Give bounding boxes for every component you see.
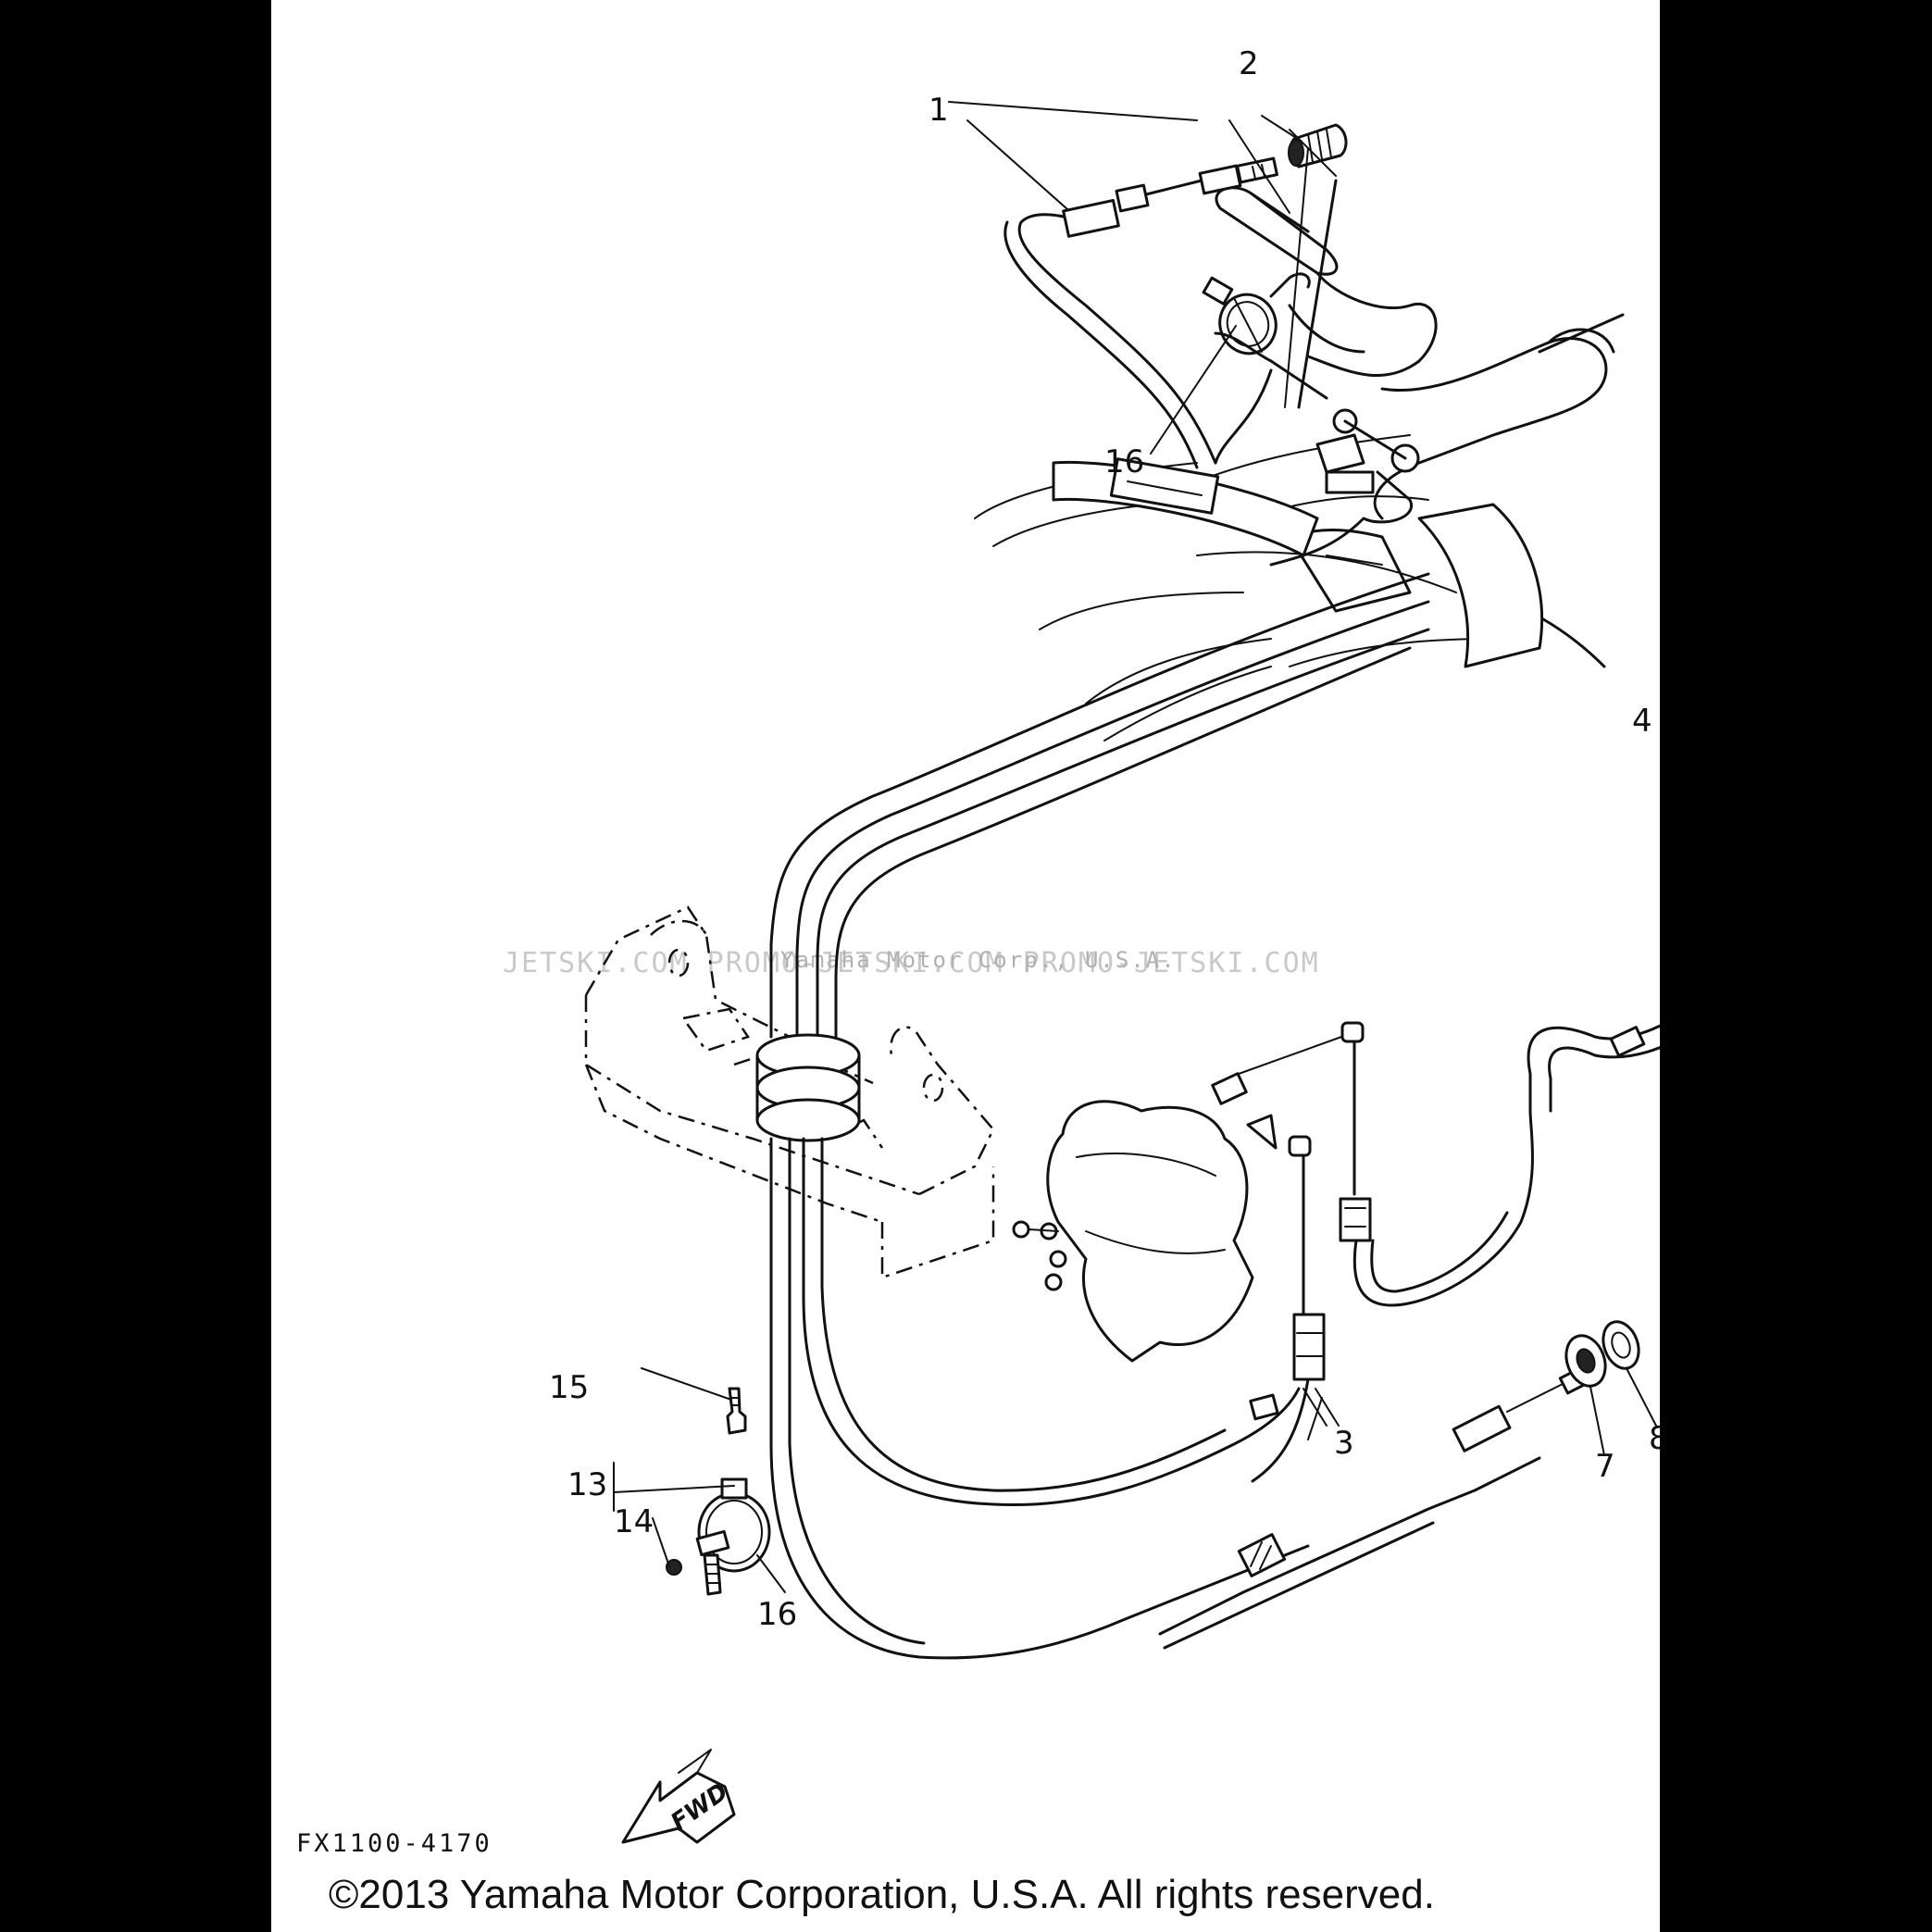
throttle-cable-lower (1158, 1365, 1591, 1650)
callout-labels: 2 1 16 4 5 6 18 17 3 7 8 11 10 9 12 2 15… (549, 45, 1660, 1633)
cable-grommet (755, 1033, 861, 1142)
parts-7-to-12 (1564, 1320, 1640, 1388)
callout-3: 3 (1334, 1425, 1354, 1462)
callout-14: 14 (614, 1503, 654, 1540)
callout-8: 8 (1649, 1420, 1660, 1457)
callout-15: 15 (549, 1369, 589, 1406)
carburetor-body (1012, 1031, 1355, 1363)
leader-lines (613, 101, 1658, 1593)
drawing-code: FX1100-4170 (296, 1829, 492, 1858)
main-cable-bundle (769, 572, 1430, 1039)
copyright-notice: ©2013 Yamaha Motor Corporation, U.S.A. A… (329, 1872, 1435, 1917)
part-16-clamp-top (1202, 276, 1278, 355)
part-2-adjuster-top (1288, 123, 1348, 168)
fwd-arrow: FWD (621, 1749, 736, 1844)
lower-cables (769, 1137, 1310, 1660)
callout-16-bottom: 16 (757, 1596, 797, 1633)
callout-13: 13 (567, 1466, 607, 1503)
watermark-overlay: Yamaha Motor Corp., U.S.A. (780, 947, 1177, 973)
part-13-clamp-group (666, 1387, 771, 1596)
callout-4: 4 (1632, 703, 1652, 740)
throttle-cable-upper (1003, 156, 1278, 469)
cable-band (1052, 457, 1543, 668)
callout-16-top: 16 (1104, 443, 1144, 480)
callout-7: 7 (1595, 1448, 1615, 1485)
parts-diagram: JETSKI.COM PROMO-JETSKI.COM PROMO-JETSKI… (503, 45, 1660, 1844)
callout-1: 1 (929, 92, 949, 129)
handlebar-assembly (1196, 186, 1625, 613)
speedometer-cable (1527, 1024, 1660, 1113)
part-3-choke-cable (1249, 1021, 1534, 1483)
throttle-linkage (1214, 179, 1420, 567)
callout-2-top: 2 (1239, 45, 1259, 82)
diagram-sheet: JETSKI.COM PROMO-JETSKI.COM PROMO-JETSKI… (271, 0, 1660, 1932)
watermark: JETSKI.COM PROMO-JETSKI.COM PROMO-JETSKI… (503, 947, 1320, 979)
